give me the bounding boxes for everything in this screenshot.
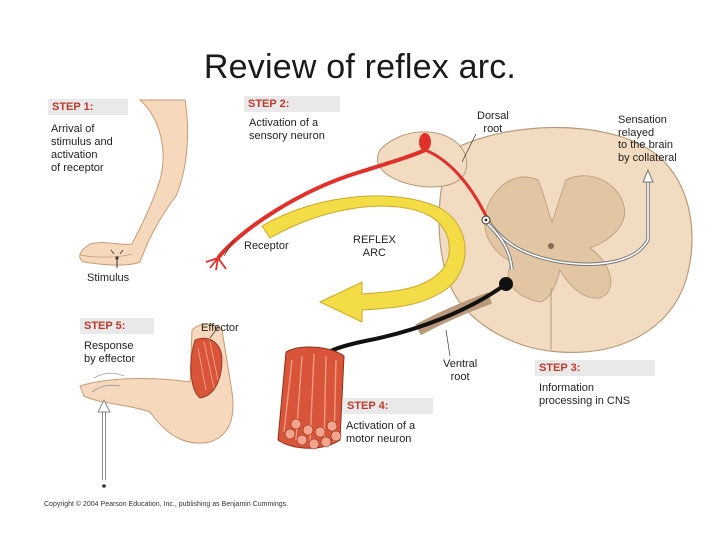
arm-with-stimulus xyxy=(79,99,189,266)
withdrawal-arrow xyxy=(97,398,111,488)
label-effector: Effector xyxy=(201,322,239,334)
step-3-description: Information processing in CNS xyxy=(539,382,631,407)
arm-with-effector xyxy=(79,323,234,444)
muscle-bundle xyxy=(277,346,345,450)
copyright-notice: Copyright © 2004 Pearson Education, Inc.… xyxy=(44,501,289,508)
step-2-label: STEP 2: xyxy=(244,96,340,112)
label-sensation-relayed: Sensation relayed to the brain by collat… xyxy=(618,114,677,164)
interneuron xyxy=(481,215,514,271)
step-4-description: Activation of a motor neuron xyxy=(346,420,416,445)
step-3-label: STEP 3: xyxy=(535,360,655,376)
leader-lines xyxy=(209,133,477,357)
label-dorsal-root: Dorsal root xyxy=(477,110,509,135)
label-reflex-arc: REFLEX ARC xyxy=(353,234,396,259)
step-1-label: STEP 1: xyxy=(48,99,128,115)
step-5-label: STEP 5: xyxy=(80,318,154,334)
collateral-to-brain xyxy=(484,168,654,266)
label-stimulus: Stimulus xyxy=(87,272,130,284)
stimulus-mark xyxy=(110,249,124,268)
step-4-label: STEP 4: xyxy=(343,398,433,414)
label-ventral-root: Ventral root xyxy=(443,358,478,383)
reflex-arc-arrow xyxy=(261,195,466,323)
spinal-cord xyxy=(438,126,693,353)
slide-title: Review of reflex arc. xyxy=(203,48,517,86)
dorsal-root-ganglion xyxy=(376,131,468,188)
step-2-description: Activation of a sensory neuron xyxy=(249,117,325,142)
label-receptor: Receptor xyxy=(244,240,289,252)
step-5-description: Response by effector xyxy=(84,340,136,365)
step-1-description: Arrival of stimulus and activation of re… xyxy=(51,123,113,174)
